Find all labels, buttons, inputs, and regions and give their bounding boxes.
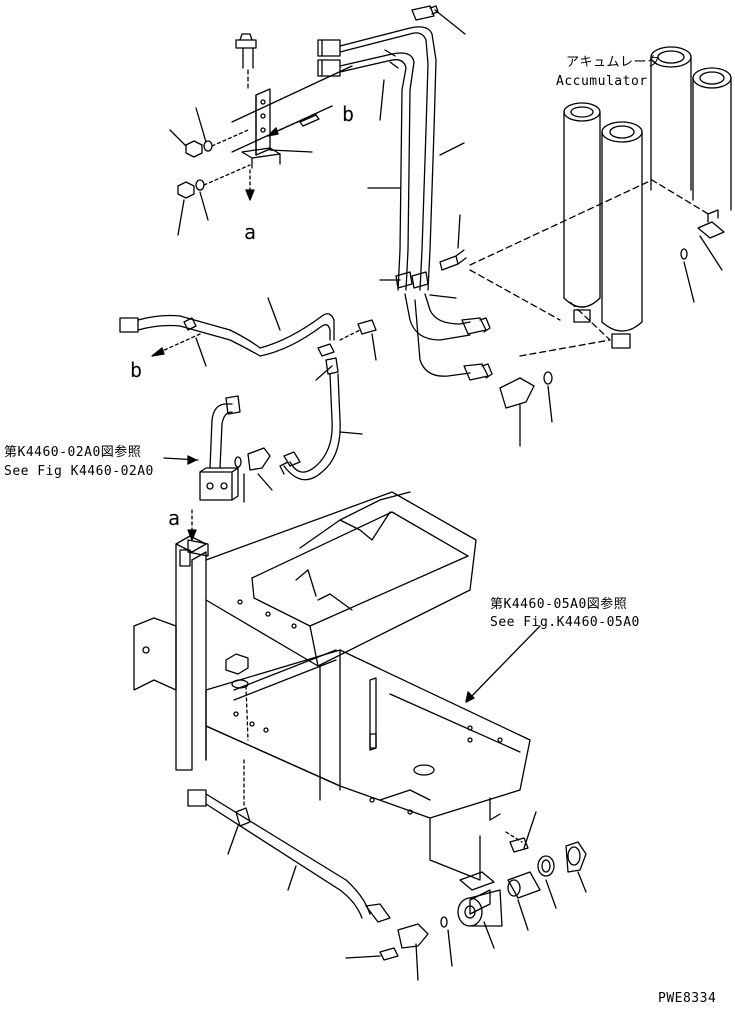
- accumulator-label-jp: アキュムレータ: [566, 55, 661, 70]
- accumulator-label-en: Accumulator: [556, 74, 648, 89]
- ref-05a0-en: See Fig.K4460-05A0: [490, 615, 640, 630]
- valve-block: [163, 395, 273, 503]
- main-frame: [133, 491, 541, 881]
- ref-05a0-jp: 第K4460-05A0図参照: [490, 597, 628, 612]
- view-a-top-marker: a: [244, 220, 257, 244]
- view-b-top-marker: b: [342, 102, 355, 126]
- top-bracket-assembly: [169, 33, 353, 236]
- view-a-frame-marker: a: [168, 506, 181, 530]
- drawing-code: PWE8334: [658, 991, 717, 1006]
- middle-pipe: [119, 297, 377, 481]
- top-pipes: [317, 5, 493, 381]
- view-b-left-marker: b: [130, 358, 143, 382]
- sensor-assembly: [457, 811, 587, 949]
- ref-02a0-en: See Fig K4460-02A0: [4, 464, 154, 479]
- accumulator-group: [439, 46, 732, 447]
- ref-02a0-jp: 第K4460-02A0図参照: [4, 445, 142, 460]
- bottom-pipe: [187, 759, 453, 981]
